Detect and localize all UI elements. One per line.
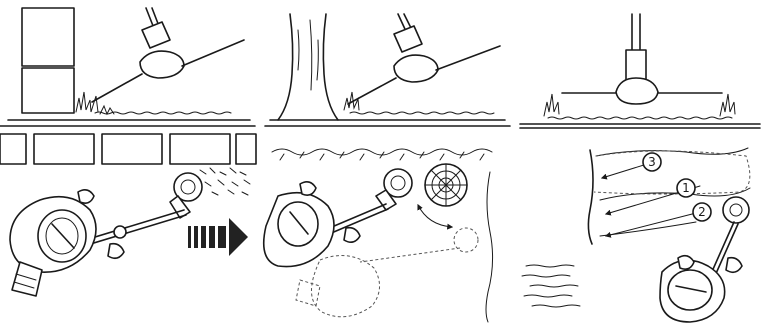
grass-tuft: [344, 92, 359, 110]
slope-hatching: [596, 148, 750, 236]
pass-number-2: 2: [693, 203, 711, 221]
pass-number-3-text: 3: [648, 155, 656, 169]
slope-edge: [588, 150, 593, 244]
pass-number-1-text: 1: [682, 181, 690, 195]
grass-line: [95, 112, 231, 114]
pass-number-2-text: 2: [698, 205, 706, 219]
panel-wall-top-view: [0, 134, 256, 296]
operator-icon: [660, 256, 742, 322]
panel-slope: 3 1 2: [520, 14, 760, 322]
panel-tree-top-view: [264, 149, 493, 322]
tree-trunk-icon: [278, 14, 338, 120]
panel-tree-side-view: [270, 14, 505, 120]
trimmer-head-icon: [562, 14, 722, 104]
rotation-arrow-icon: [418, 205, 452, 227]
trimmer-head-icon: [92, 8, 244, 102]
pass-zone: [594, 151, 750, 194]
grass-line: [548, 117, 732, 119]
pass-number-1: 1: [677, 179, 695, 197]
panel-slope-top-view: 3 1 2: [522, 148, 750, 322]
direction-arrow-icon: [188, 218, 248, 256]
grass-hatching: [200, 168, 250, 195]
operator-icon: [10, 190, 124, 296]
panel-wall-side-view: [8, 8, 250, 120]
panel-slope-side-view: [520, 14, 760, 124]
grass-edge-right: [486, 172, 493, 322]
pass-number-3: 3: [643, 153, 661, 171]
wall-blocks-icon: [22, 8, 74, 113]
water-hatching: [522, 265, 580, 307]
operator-icon: [264, 182, 360, 267]
grass-edge: [272, 149, 492, 160]
grass-tuft: [76, 92, 114, 114]
panel-wall: [0, 8, 256, 296]
grass-line: [350, 112, 494, 114]
trimmer-head-icon: [348, 14, 500, 104]
tree-stump-icon: [425, 164, 467, 206]
panel-tree: [264, 14, 510, 322]
wall-blocks-icon: [0, 134, 256, 164]
